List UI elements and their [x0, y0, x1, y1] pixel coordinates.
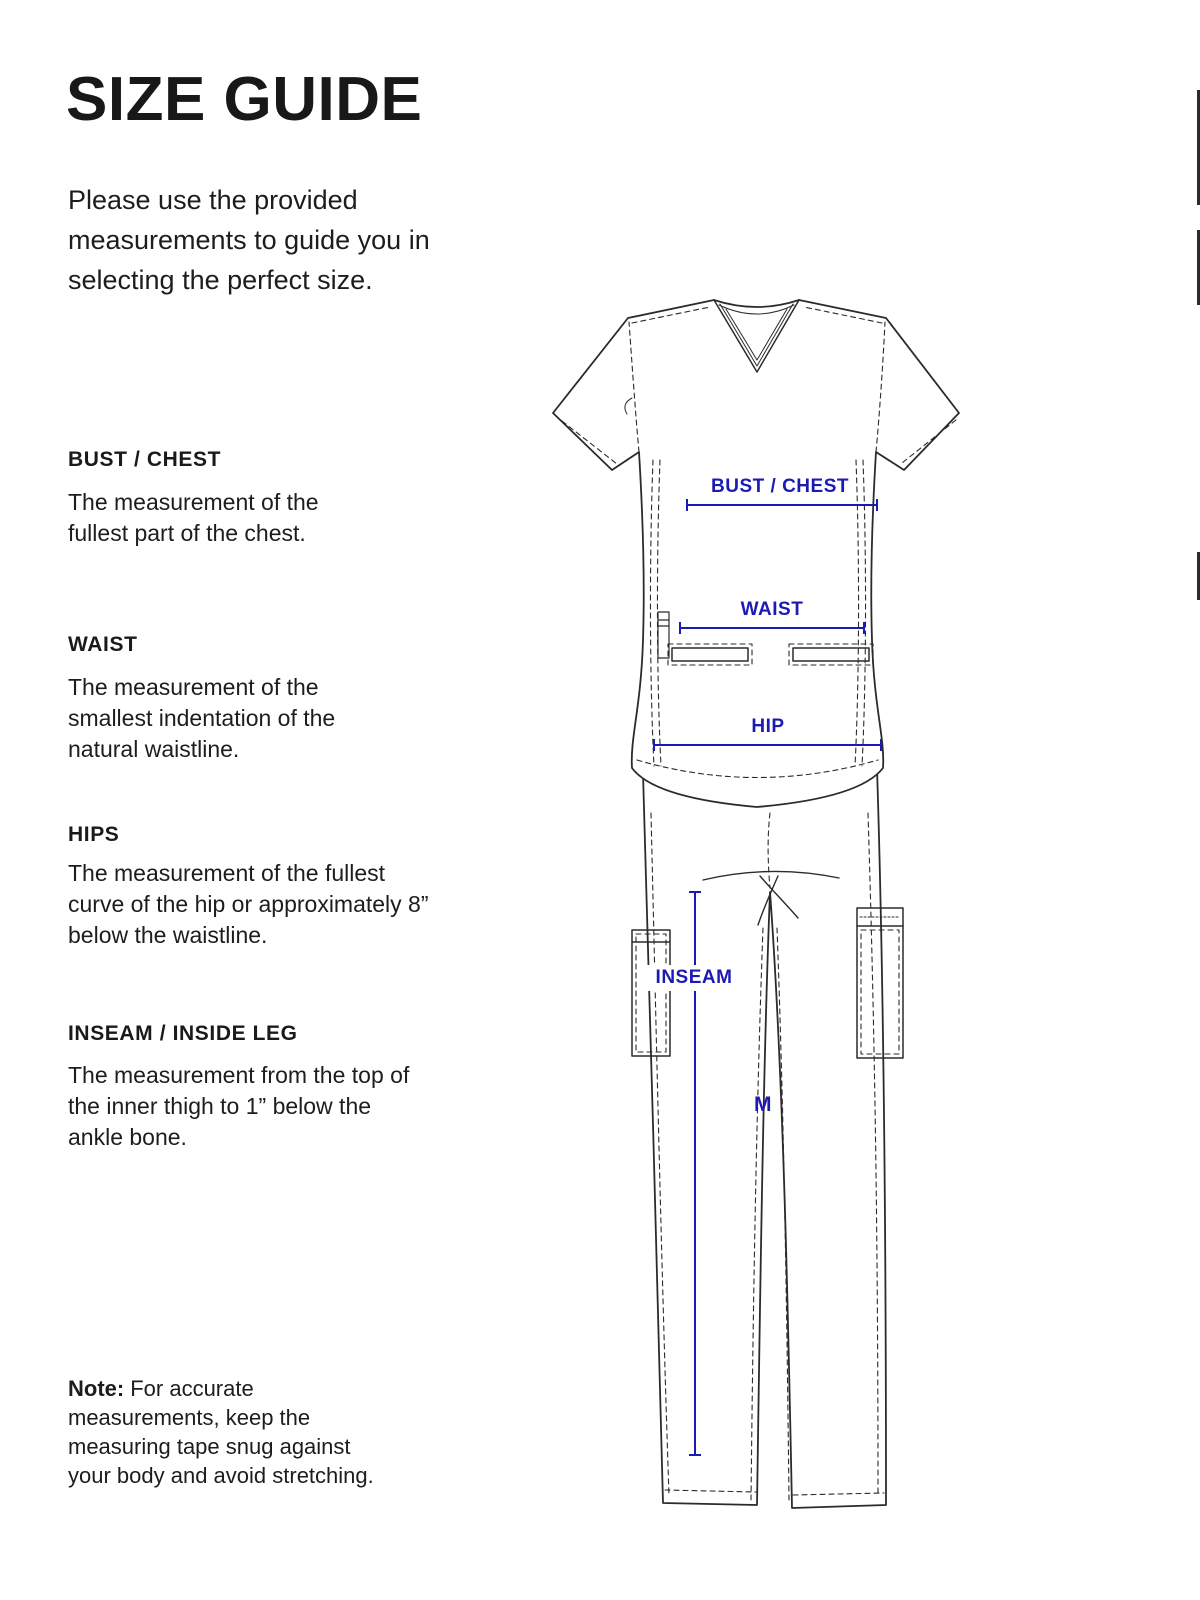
- page-title: SIZE GUIDE: [66, 65, 423, 134]
- section-body-hips: The measurement of the fullest curve of …: [68, 860, 429, 948]
- pants-hem-stitch-left: [664, 1489, 757, 1493]
- pants-hem-stitch-right: [792, 1492, 885, 1496]
- pants-inseam-stitch-right: [776, 927, 790, 1501]
- section-body-bust: The measurement of the fullest part of t…: [68, 489, 319, 546]
- top-hem-stitch: [636, 759, 879, 779]
- shoulder-seam-left: [631, 306, 711, 324]
- cargo-pocket-left-stitch: [635, 933, 667, 1053]
- section-heading-waist: WAIST: [68, 633, 138, 656]
- note-label: Note:: [68, 1376, 125, 1401]
- hip-measurement-line: [653, 739, 882, 751]
- pants-outer-stitch-left: [650, 812, 670, 1497]
- section-heading-inseam: INSEAM / INSIDE LEG: [68, 1022, 298, 1045]
- measurement-annotations: BUST / CHEST WAIST HIP INSEAM M: [647, 476, 882, 1456]
- armhole-seam-right: [875, 321, 886, 453]
- inseam-measurement-label: INSEAM: [656, 967, 733, 988]
- note-text: For accurate measurements, keep the meas…: [68, 1376, 374, 1488]
- cargo-pocket-left: [631, 929, 671, 1057]
- sleeve-hem-stitch-left: [561, 420, 618, 465]
- intro-text: Please use the provided measurements to …: [68, 185, 430, 295]
- waist-measurement-label: WAIST: [741, 599, 804, 620]
- armhole-seam-left: [628, 321, 640, 453]
- drawstring: [702, 870, 840, 881]
- section-heading-hips: HIPS: [68, 823, 120, 846]
- v-neck-collar: [713, 299, 800, 373]
- section-heading-bust: BUST / CHEST: [68, 448, 222, 471]
- pocket-welt-right: [792, 647, 870, 662]
- cargo-pocket-right-stitch: [860, 929, 900, 1055]
- side-panel-right: [861, 459, 867, 767]
- sleeve-hem-stitch-right: [901, 419, 957, 464]
- right-edge-artifact: [1197, 552, 1200, 600]
- waist-measurement-line: [679, 622, 865, 634]
- hip-measurement-label: HIP: [751, 716, 784, 737]
- pocket-welt-left-stitch: [667, 643, 753, 666]
- pants-fly-stitch: [767, 812, 771, 889]
- shoulder-seam-right: [803, 306, 883, 324]
- scrub-top-illustration: [552, 299, 960, 808]
- right-edge-artifact: [1197, 230, 1200, 305]
- inseam-label-backing: [647, 965, 741, 991]
- pants-inseam-stitch-left: [750, 927, 764, 1501]
- garment-diagram: BUST / CHEST WAIST HIP INSEAM M: [552, 299, 960, 1509]
- hanger-loop: [624, 397, 633, 415]
- pen-slot: [657, 611, 670, 659]
- pocket-welt-left: [671, 647, 749, 662]
- bust-measurement-label: BUST / CHEST: [711, 476, 849, 497]
- pants-outer-stitch-right: [867, 812, 879, 1497]
- section-body-inseam: The measurement from the top of the inne…: [68, 1062, 410, 1150]
- size-label: M: [754, 1093, 772, 1116]
- measurement-note: Note:For accurate measurements, keep the…: [68, 1374, 398, 1490]
- right-edge-artifact: [1197, 90, 1200, 205]
- scrub-pants-illustration: [631, 737, 904, 1509]
- cargo-pocket-right: [856, 907, 904, 1059]
- bust-measurement-line: [686, 499, 878, 511]
- pocket-welt-right-stitch: [788, 643, 874, 666]
- section-body-waist: The measurement of the smallest indentat…: [68, 674, 336, 762]
- side-panel-left: [649, 459, 655, 767]
